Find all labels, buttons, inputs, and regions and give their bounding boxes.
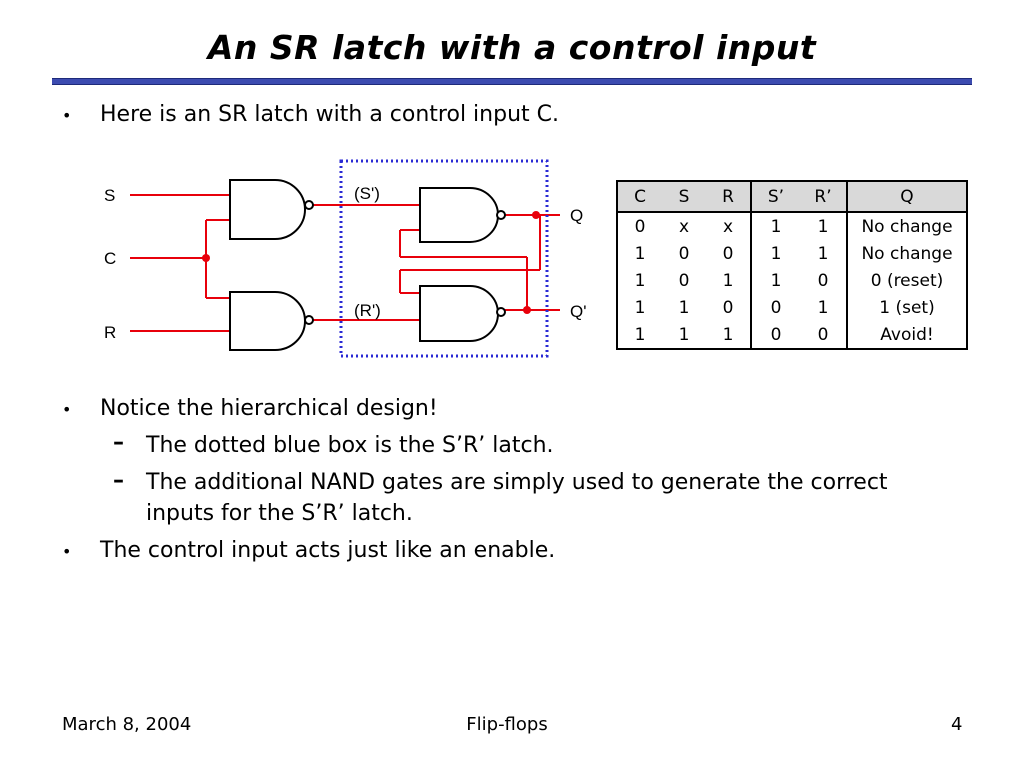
table-row: 1 1 1 0 0 Avoid!: [617, 321, 967, 349]
label-r: R: [104, 323, 116, 342]
title-divider: [52, 78, 972, 85]
bullet-2: Notice the hierarchical design!: [100, 396, 438, 421]
junction-q: [532, 211, 540, 219]
cell: 1: [800, 294, 848, 321]
cell: 1: [800, 240, 848, 267]
nand-gate-2-icon: [229, 291, 306, 351]
cell: 1: [634, 243, 646, 264]
bullet-3: The control input acts just like an enab…: [100, 538, 556, 563]
label-q-prime: Q': [570, 302, 586, 321]
nand-gate-1-icon: [229, 179, 306, 240]
footer-page-number: 4: [951, 714, 963, 735]
label-s: S: [104, 186, 115, 205]
slide-title: An SR latch with a control input: [207, 28, 817, 67]
bullet-marker: •: [62, 400, 72, 419]
cell: No change: [861, 216, 953, 237]
header-s: S: [662, 181, 706, 213]
table-row: 0 x x 1 1 No change: [617, 212, 967, 240]
label-s-prime: (S'): [354, 184, 380, 203]
footer-topic: Flip-flops: [466, 714, 548, 735]
cell: Avoid!: [880, 324, 934, 345]
cell: 0: [706, 294, 752, 321]
label-r-prime: (R'): [354, 301, 381, 320]
junction-q-prime: [523, 306, 531, 314]
table-row: 1 1 0 0 1 1 (set): [617, 294, 967, 321]
sub-bullet-marker: –: [113, 430, 124, 455]
cell: 0: [800, 321, 848, 349]
truth-table-header: C S R S’ R’ Q: [617, 181, 967, 213]
cell: No change: [861, 243, 953, 264]
cell: 1: [770, 270, 782, 291]
header-s-prime: S’: [751, 181, 800, 213]
table-row: 1 0 0 1 1 No change: [617, 240, 967, 267]
bullet-1: Here is an SR latch with a control input…: [100, 102, 559, 127]
header-c: C: [617, 181, 662, 213]
cell: 1: [706, 267, 752, 294]
cell: 0: [770, 297, 782, 318]
nand-gate-2-bubble: [304, 315, 314, 325]
truth-table: C S R S’ R’ Q 0 x x 1 1 No change 1 0 0 …: [616, 180, 968, 350]
label-q: Q: [570, 206, 583, 225]
cell: 1: [634, 297, 646, 318]
header-q: Q: [847, 181, 967, 213]
sub-bullet-2-line-1: The additional NAND gates are simply use…: [146, 470, 888, 495]
sub-bullet-1: The dotted blue box is the S’R’ latch.: [146, 433, 554, 458]
cell: 0: [678, 270, 690, 291]
cell: 1: [800, 212, 848, 240]
cell: 1: [706, 321, 752, 349]
sub-bullet-2-line-2: inputs for the S’R’ latch.: [146, 501, 413, 526]
cell: 1: [634, 270, 646, 291]
cell: 0 (reset): [870, 270, 944, 291]
cell: 1: [678, 324, 690, 345]
cell: 0: [770, 324, 782, 345]
footer-date: March 8, 2004: [62, 714, 192, 735]
sub-bullet-marker: –: [113, 468, 124, 493]
table-row: 1 0 1 1 0 0 (reset): [617, 267, 967, 294]
header-r-prime: R’: [800, 181, 848, 213]
nand-gate-3-icon: [419, 187, 499, 243]
cell: 1 (set): [879, 297, 935, 318]
cell: 1: [770, 243, 782, 264]
cell: 0: [634, 216, 646, 237]
cell: 0: [678, 243, 690, 264]
nand-gate-1-bubble: [304, 200, 314, 210]
bullet-marker: •: [62, 542, 72, 561]
label-c: C: [104, 249, 116, 268]
bullet-marker: •: [62, 106, 72, 125]
junction-c: [202, 254, 210, 262]
cell: x: [678, 216, 690, 237]
nand-gate-4-bubble: [496, 307, 506, 317]
cell: 0: [800, 267, 848, 294]
cell: 1: [634, 324, 646, 345]
header-r: R: [706, 181, 752, 213]
cell: 0: [706, 240, 752, 267]
nand-gate-3-bubble: [496, 210, 506, 220]
cell: x: [706, 212, 752, 240]
cell: 1: [770, 216, 782, 237]
nand-gate-4-icon: [419, 285, 499, 342]
cell: 1: [678, 297, 690, 318]
